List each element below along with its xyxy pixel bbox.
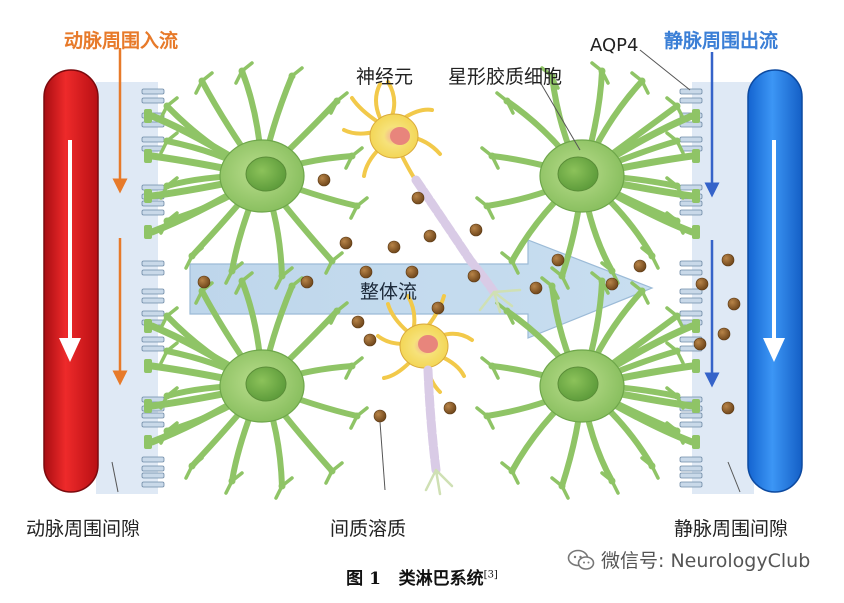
solute-particle (197, 275, 211, 289)
aqp4-channel (679, 88, 703, 104)
solute-particle (717, 327, 731, 341)
aqp4-channel (679, 260, 703, 276)
solute-particle (359, 265, 373, 279)
interstitial-solute-label: 间质溶质 (330, 518, 407, 540)
aqp4-channel (141, 260, 165, 276)
venous-outflow-label: 静脉周围出流 (664, 30, 779, 52)
solute-particle (387, 240, 401, 254)
solute-particle (405, 265, 419, 279)
diagram-canvas: 整体流 (43, 48, 803, 500)
astrocyte (144, 61, 369, 290)
astrocytes (144, 61, 700, 500)
aqp4-channel (679, 456, 703, 472)
solute-particle (411, 191, 425, 205)
arterial-perivascular-space (96, 82, 158, 494)
aqp4-leader-line (639, 49, 691, 91)
solute-particle (551, 253, 565, 267)
arterial-inflow-label: 动脉周围入流 (64, 30, 179, 52)
aqp4-channel (141, 472, 165, 488)
venous-space-label: 静脉周围间隙 (674, 518, 789, 540)
solute-particle (695, 277, 709, 291)
astrocyte-leader-line (539, 81, 581, 151)
bulk-flow-arrow (189, 239, 654, 339)
solute-particle (339, 236, 353, 250)
solute-particle (467, 269, 481, 283)
solute-particle (693, 337, 707, 351)
venous-space-leader-line (727, 461, 741, 493)
aqp4-channel (141, 88, 165, 104)
neuron-bottom (376, 294, 474, 496)
solute-particle (605, 277, 619, 291)
astrocyte (144, 271, 369, 500)
wechat-watermark: 微信号: NeurologyClub (567, 546, 810, 573)
solute-particle (300, 275, 314, 289)
arterial-space-leader-line (111, 461, 119, 493)
astrocyte-label: 星形胶质细胞 (448, 66, 563, 88)
solute-particle (721, 253, 735, 267)
neuron-top-axon (411, 175, 522, 314)
aqp4-channel (141, 412, 165, 428)
solute-particle (633, 259, 647, 273)
solute-particle (373, 409, 387, 423)
solute-particle (423, 229, 437, 243)
solute-particle (351, 315, 365, 329)
solute-particle (721, 401, 735, 415)
solute-particle (529, 281, 543, 295)
solute-particle (443, 401, 457, 415)
neuron-top (342, 80, 442, 186)
solute-particle (363, 333, 377, 347)
artery-flow-arrow (59, 338, 81, 362)
vein-flow-arrow (763, 338, 785, 362)
artery (43, 69, 99, 493)
aqp4-channel (679, 288, 703, 304)
aqp4-channel (141, 336, 165, 352)
solute-particle (469, 223, 483, 237)
astrocyte (475, 271, 700, 500)
arterial-space-label: 动脉周围间隙 (26, 518, 141, 540)
aqp4-channel (141, 456, 165, 472)
wechat-icon (567, 549, 595, 570)
solute-leader-line (379, 421, 386, 491)
bulk-flow-label: 整体流 (360, 281, 417, 303)
aqp4-label: AQP4 (590, 35, 639, 56)
interstitial-solutes (197, 173, 741, 423)
aqp4-channel (679, 472, 703, 488)
solute-particle (727, 297, 741, 311)
solute-particle (317, 173, 331, 187)
vein (747, 69, 803, 493)
aqp4-channel (679, 412, 703, 428)
figure-number: 图 1 (346, 569, 381, 589)
figure-caption: 图 1 类淋巴系统[3] (0, 564, 844, 589)
figure-reference: [3] (483, 569, 498, 581)
solute-particle (431, 301, 445, 315)
aqp4-channel (141, 288, 165, 304)
neuron-label: 神经元 (356, 66, 414, 88)
figure-title: 类淋巴系统 (398, 569, 484, 589)
wechat-id-text: 微信号: NeurologyClub (601, 550, 811, 572)
astrocyte (475, 61, 700, 290)
